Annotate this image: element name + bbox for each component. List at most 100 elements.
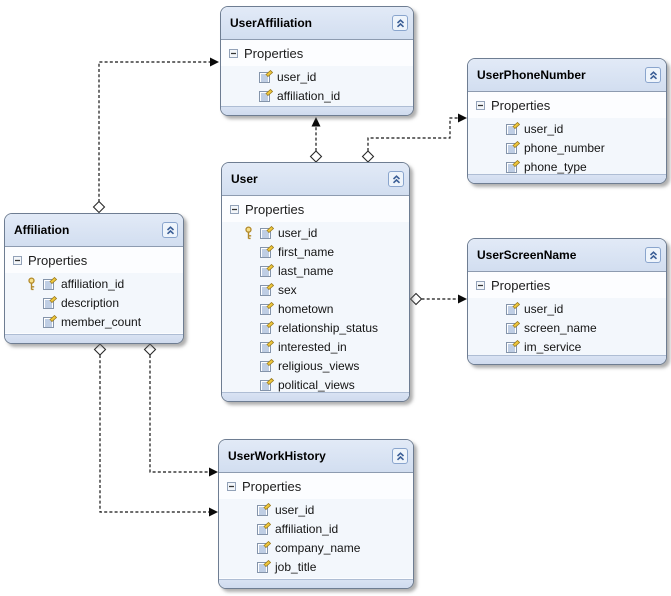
entity-header[interactable]: User xyxy=(222,163,409,196)
property-row[interactable]: screen_name xyxy=(468,318,666,337)
property-row[interactable]: last_name xyxy=(222,261,409,280)
entity-title: Affiliation xyxy=(14,223,70,237)
scalar-property-icon xyxy=(257,541,275,554)
minus-expander-icon[interactable] xyxy=(476,280,485,290)
minus-expander-icon[interactable] xyxy=(476,100,485,110)
property-name: user_id xyxy=(524,121,564,136)
properties-section-label: Properties xyxy=(244,45,304,61)
connector-affiliation-userworkhistory-2[interactable] xyxy=(93,343,219,517)
entity-header[interactable]: UserPhoneNumber xyxy=(468,59,666,92)
connector-affiliation-useraffiliation[interactable] xyxy=(92,57,220,214)
property-row[interactable]: sex xyxy=(222,280,409,299)
entity-header[interactable]: Affiliation xyxy=(5,214,183,247)
property-row[interactable]: political_views xyxy=(222,375,409,394)
entity-header[interactable]: UserScreenName xyxy=(468,239,666,272)
property-name: user_id xyxy=(277,69,317,84)
collapse-button[interactable] xyxy=(392,15,408,31)
property-row[interactable]: member_count xyxy=(5,312,183,331)
minus-expander-icon[interactable] xyxy=(229,48,238,58)
connector-affiliation-userworkhistory-1[interactable] xyxy=(143,343,219,477)
connector-user-userphonenumber[interactable] xyxy=(361,113,468,163)
property-row[interactable]: phone_number xyxy=(468,138,666,157)
collapse-button[interactable] xyxy=(645,67,661,83)
property-row[interactable]: relationship_status xyxy=(222,318,409,337)
properties-section-label: Properties xyxy=(491,277,551,293)
properties-section-header[interactable]: Properties xyxy=(468,92,666,118)
properties-section-label: Properties xyxy=(242,478,302,494)
property-row[interactable]: affiliation_id xyxy=(221,86,413,105)
properties-section-label: Properties xyxy=(28,252,88,268)
entity-title: UserPhoneNumber xyxy=(477,68,586,82)
property-row[interactable]: user_id xyxy=(468,119,666,138)
property-row[interactable]: phone_type xyxy=(468,157,666,176)
property-name: affiliation_id xyxy=(61,276,125,291)
entity-footer xyxy=(219,579,413,588)
property-name: first_name xyxy=(278,244,335,259)
scalar-property-icon xyxy=(257,560,275,573)
entity-title: UserWorkHistory xyxy=(228,449,326,463)
entity-header[interactable]: UserAffiliation xyxy=(221,7,413,40)
entity-footer xyxy=(221,106,413,115)
property-row[interactable]: first_name xyxy=(222,242,409,261)
scalar-property-icon xyxy=(260,226,278,239)
property-row[interactable]: user_id xyxy=(468,299,666,318)
property-name: im_service xyxy=(524,339,582,354)
property-row[interactable]: user_id xyxy=(221,67,413,86)
property-row[interactable]: interested_in xyxy=(222,337,409,356)
collapse-button[interactable] xyxy=(388,171,404,187)
property-name: religious_views xyxy=(278,358,360,373)
property-row[interactable]: hometown xyxy=(222,299,409,318)
double-chevron-up-icon xyxy=(649,250,657,259)
property-name: company_name xyxy=(275,540,361,555)
property-row[interactable]: affiliation_id xyxy=(219,519,413,538)
property-name: user_id xyxy=(278,225,318,240)
scalar-property-icon xyxy=(257,503,275,516)
property-name: relationship_status xyxy=(278,320,379,335)
property-name: screen_name xyxy=(524,320,597,335)
minus-expander-icon[interactable] xyxy=(227,481,236,491)
properties-section-header[interactable]: Properties xyxy=(468,272,666,298)
properties-section-header[interactable]: Properties xyxy=(5,247,183,273)
property-row[interactable]: company_name xyxy=(219,538,413,557)
property-name: affiliation_id xyxy=(275,521,339,536)
entity-useraffiliation[interactable]: UserAffiliation Properties user_id affil… xyxy=(220,6,414,116)
entity-footer xyxy=(468,355,666,364)
collapse-button[interactable] xyxy=(392,448,408,464)
key-icon xyxy=(243,225,260,240)
collapse-button[interactable] xyxy=(162,222,178,238)
scalar-property-icon xyxy=(43,296,61,309)
properties-section-header[interactable]: Properties xyxy=(222,196,409,222)
entity-userphonenumber[interactable]: UserPhoneNumber Properties user_id phone… xyxy=(467,58,667,184)
double-chevron-up-icon xyxy=(396,18,404,27)
properties-section-header[interactable]: Properties xyxy=(219,473,413,499)
entity-header[interactable]: UserWorkHistory xyxy=(219,440,413,473)
entity-userworkhistory[interactable]: UserWorkHistory Properties user_id affil… xyxy=(218,439,414,589)
scalar-property-icon xyxy=(259,70,277,83)
properties-section-header[interactable]: Properties xyxy=(221,40,413,66)
property-row[interactable]: user_id xyxy=(222,223,409,242)
scalar-property-icon xyxy=(506,160,524,173)
double-chevron-up-icon xyxy=(649,70,657,79)
minus-expander-icon[interactable] xyxy=(13,255,22,265)
minus-expander-icon[interactable] xyxy=(230,204,239,214)
collapse-button[interactable] xyxy=(645,247,661,263)
property-row[interactable]: job_title xyxy=(219,557,413,576)
property-row[interactable]: religious_views xyxy=(222,356,409,375)
property-name: job_title xyxy=(275,559,317,574)
property-name: hometown xyxy=(278,301,334,316)
connector-user-userscreenname[interactable] xyxy=(409,292,468,306)
property-row[interactable]: description xyxy=(5,293,183,312)
entity-affiliation[interactable]: Affiliation Properties affiliation_id de… xyxy=(4,213,184,344)
property-name: phone_number xyxy=(524,140,605,155)
entity-user[interactable]: User Properties user_id first_name xyxy=(221,162,410,402)
property-row[interactable]: affiliation_id xyxy=(5,274,183,293)
property-row[interactable]: user_id xyxy=(219,500,413,519)
entity-userscreenname[interactable]: UserScreenName Properties user_id screen… xyxy=(467,238,667,365)
property-name: user_id xyxy=(524,301,564,316)
entity-title: UserAffiliation xyxy=(230,16,313,30)
connector-user-useraffiliation[interactable] xyxy=(309,117,323,163)
property-row[interactable]: im_service xyxy=(468,337,666,356)
property-name: phone_type xyxy=(524,159,587,174)
